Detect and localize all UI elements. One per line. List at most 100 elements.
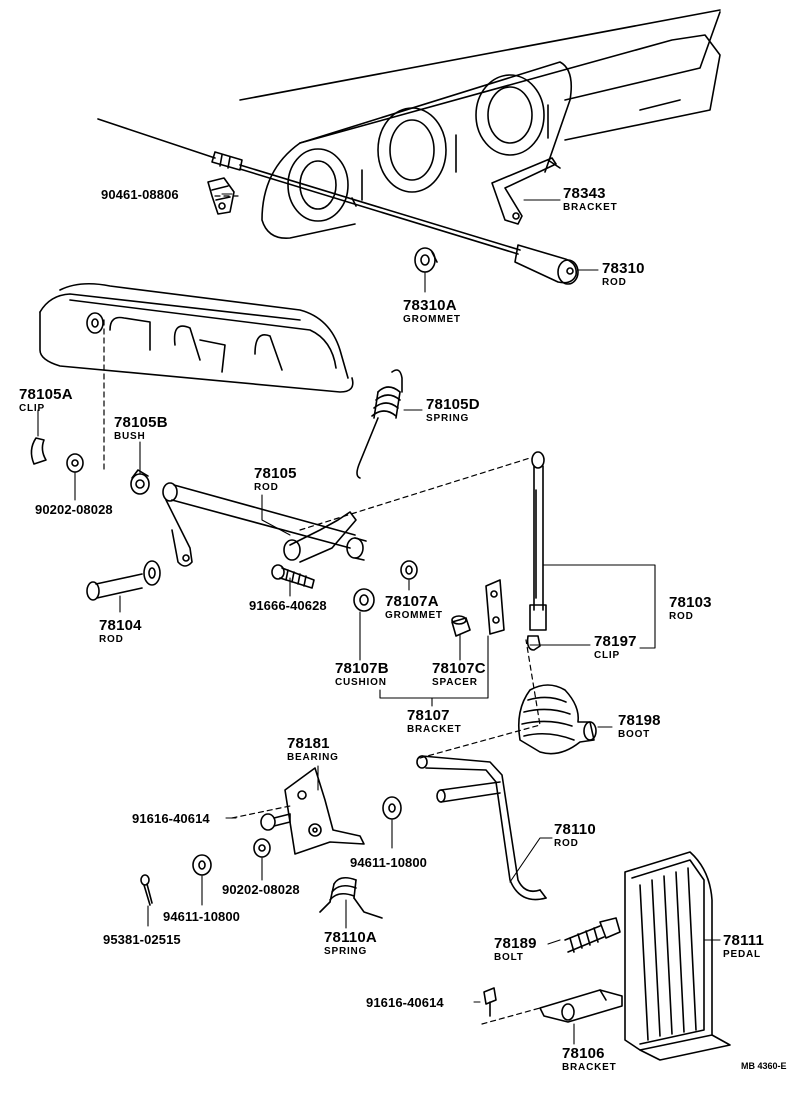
part-name: ROD: [554, 838, 579, 849]
part-name: BOOT: [618, 729, 651, 740]
label-90461-08806: 90461-08806: [101, 187, 179, 202]
label-78181: 78181 BEARING: [287, 736, 339, 763]
label-91616-40614-upper: 91616-40614: [132, 811, 210, 826]
label-78106: 78106 BRACKET: [562, 1046, 617, 1073]
part-number: 78110: [554, 821, 596, 838]
label-90202-08028-lower: 90202-08028: [222, 882, 300, 897]
label-78310A: 78310A GROMMET: [403, 298, 461, 325]
part-name: SPRING: [426, 413, 470, 424]
part-number: 78310A: [403, 297, 457, 314]
spring-78110A: [319, 876, 383, 919]
part-number: 78107B: [335, 660, 389, 677]
part-name: ROD: [669, 611, 694, 622]
label-78310: 78310 ROD: [602, 261, 645, 288]
label-78343: 78343 BRACKET: [563, 186, 618, 213]
label-78105A: 78105A CLIP: [19, 387, 73, 414]
bolt-78189: [564, 917, 621, 953]
part-name: ROD: [254, 482, 279, 493]
part-name: BRACKET: [407, 724, 462, 735]
pedal-78111: [624, 851, 731, 1061]
grommet-78107A: [400, 560, 418, 580]
clip-78105A: [30, 437, 47, 465]
part-number: 78105D: [426, 396, 480, 413]
bearing-78181: [284, 767, 365, 855]
cotter-pin-95381: [140, 874, 153, 906]
part-name: BRACKET: [562, 1062, 617, 1073]
washer-90202-08028-upper: [66, 453, 84, 473]
part-number: 78107: [407, 707, 450, 724]
part-number: 78181: [287, 735, 330, 752]
label-94611-10800-left: 94611-10800: [163, 909, 241, 924]
spring-78105D: [356, 369, 403, 479]
bolt-91666-40628: [271, 564, 315, 589]
part-number: 78310: [602, 260, 645, 277]
part-number: 78107A: [385, 593, 439, 610]
part-name: BRACKET: [563, 202, 618, 213]
bracket-78106: [539, 989, 623, 1023]
label-78105D: 78105D SPRING: [426, 397, 480, 424]
part-number: 78110A: [324, 929, 377, 946]
label-78107B: 78107B CUSHION: [335, 661, 389, 688]
rod-78105: [162, 482, 367, 567]
part-number: 78105A: [19, 386, 73, 403]
leader-lines: [37, 193, 721, 1045]
rod-78103: [529, 451, 547, 631]
part-name: BOLT: [494, 952, 524, 963]
washer-90202-08028-lower: [253, 838, 271, 858]
rod-78110: [416, 755, 547, 901]
part-name: SPRING: [324, 946, 368, 957]
label-78197: 78197 CLIP: [594, 634, 637, 661]
part-name: CLIP: [19, 403, 45, 414]
part-number: 78107C: [432, 660, 486, 677]
label-78111: 78111 PEDAL: [723, 933, 764, 960]
part-number: 78343: [563, 185, 606, 202]
bracket-78343: [491, 157, 561, 225]
label-95381-02515: 95381-02515: [103, 932, 181, 947]
label-78107A: 78107A GROMMET: [385, 594, 443, 621]
part-name: SPACER: [432, 677, 478, 688]
part-name: BUSH: [114, 431, 146, 442]
drawing-reference-code: MB 4360-E: [741, 1061, 787, 1071]
label-78107: 78107 BRACKET: [407, 708, 462, 735]
label-90202-08028-upper: 90202-08028: [35, 502, 113, 517]
part-name: PEDAL: [723, 949, 761, 960]
clip-90461: [207, 177, 235, 215]
part-number: 78104: [99, 617, 142, 634]
accelerator-rod-78310: [97, 118, 579, 285]
label-78110A: 78110A SPRING: [324, 930, 377, 957]
part-name: ROD: [602, 277, 627, 288]
part-number: 78106: [562, 1045, 605, 1062]
rod-78104: [86, 560, 161, 601]
washer-94611-10800-left: [192, 854, 212, 876]
label-91666-40628: 91666-40628: [249, 598, 327, 613]
part-name: GROMMET: [385, 610, 443, 621]
label-78198: 78198 BOOT: [618, 713, 661, 740]
label-78104: 78104 ROD: [99, 618, 142, 645]
label-78189: 78189 BOLT: [494, 936, 537, 963]
label-91616-40614-lower: 91616-40614: [366, 995, 444, 1010]
label-78103: 78103 ROD: [669, 595, 712, 622]
grommet-78310A: [414, 247, 438, 273]
bracket-78107: [485, 579, 505, 635]
part-name: ROD: [99, 634, 124, 645]
part-name: CLIP: [594, 650, 620, 661]
part-number: 78103: [669, 594, 712, 611]
cushion-78107B: [353, 588, 375, 612]
cylinder-head-cover: [39, 282, 354, 393]
label-78105: 78105 ROD: [254, 466, 297, 493]
clip-78197: [526, 635, 541, 651]
part-number: 78111: [723, 932, 765, 949]
part-number: 78105: [254, 465, 297, 482]
part-name: GROMMET: [403, 314, 461, 325]
label-94611-10800-right: 94611-10800: [350, 855, 428, 870]
assembly-dash-lines: [103, 195, 541, 1025]
part-number: 78198: [618, 712, 661, 729]
part-name: BEARING: [287, 752, 339, 763]
part-name: CUSHION: [335, 677, 387, 688]
spacer-78107C: [451, 615, 471, 637]
part-number: 78189: [494, 935, 537, 952]
label-78107C: 78107C SPACER: [432, 661, 486, 688]
label-78110: 78110 ROD: [554, 822, 596, 849]
